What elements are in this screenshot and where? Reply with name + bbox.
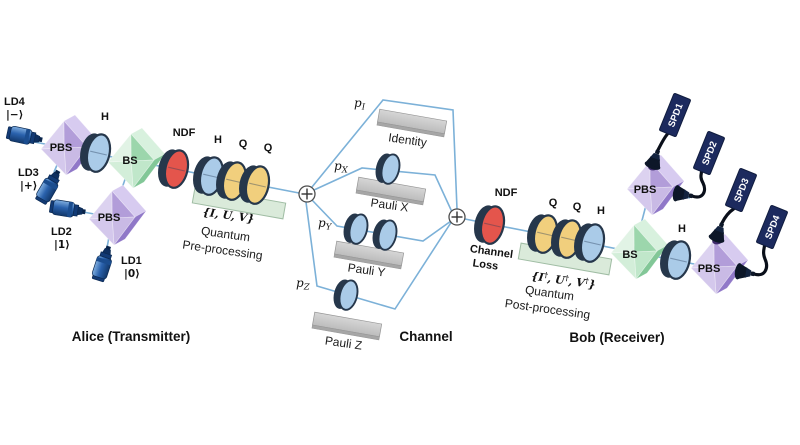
spd4-detector: SPD4: [755, 204, 789, 250]
channel-title: Channel: [399, 329, 452, 344]
prob-identity: pI: [354, 96, 366, 113]
pauli-y-gate-label: Pauli Y: [347, 260, 386, 279]
bob-title: Bob (Receiver): [569, 330, 664, 345]
ld2-label: LD2: [51, 226, 72, 238]
ld1-label: LD1: [121, 255, 142, 267]
identity-gate-label: Identity: [387, 130, 427, 149]
pauli-y-plate-1: [339, 210, 372, 248]
alice-plate-q2-label: Q: [264, 142, 273, 154]
prob-pauli-x: pX: [334, 159, 349, 176]
alice-plate-q1-label: Q: [239, 138, 248, 150]
pauli-y-plate-2: [368, 216, 401, 254]
bob-bs-label: BS: [622, 249, 637, 261]
alice-labels: LD4 |−⟩ LD3 |+⟩ LD2 |1⟩ LD1 |0⟩ PBS PBS …: [4, 96, 273, 344]
spd4-coupler: [733, 262, 757, 283]
spd2-cable: [690, 170, 707, 199]
bob-plate-h-label: H: [597, 205, 605, 217]
ld4-label: LD4: [4, 96, 26, 108]
bob-ndf-disc: [469, 201, 509, 248]
bob-hwp-label: H: [678, 223, 686, 235]
alice-bs-label: BS: [122, 155, 137, 167]
ld1-laser: [90, 243, 117, 283]
bob-loss-line2: Loss: [472, 257, 499, 272]
bob-ndf-label: NDF: [495, 187, 518, 199]
bob-bs-cube: [610, 218, 669, 280]
bob-plate-q2-label: Q: [573, 201, 582, 213]
alice-ndf-label: NDF: [173, 127, 196, 139]
prob-pauli-z: pZ: [296, 276, 311, 293]
ld4-state: |−⟩: [6, 109, 23, 121]
alice-process-line1: Quantum: [200, 224, 251, 245]
channel-path-identity: [311, 99, 458, 210]
channel-input-node: [298, 185, 316, 203]
spd2-detector: SPD2: [692, 130, 726, 176]
bob-process-line2: Post-processing: [504, 296, 591, 322]
prob-pauli-y: pY: [318, 216, 333, 233]
spd2-coupler: [671, 184, 695, 205]
alice-title: Alice (Transmitter): [72, 329, 191, 344]
alice-plate-h-label: H: [214, 134, 222, 146]
pauli-z-plate: [329, 276, 362, 314]
alice-pbs-top-label: PBS: [50, 142, 73, 154]
pauli-x-gate-label: Pauli X: [370, 195, 410, 214]
ld2-laser: [48, 198, 87, 220]
alice-hwp-label: H: [101, 111, 109, 123]
ld3-state: |+⟩: [20, 180, 37, 192]
ld1-state: |0⟩: [124, 268, 140, 280]
channel-output-node: [448, 208, 466, 226]
channel-labels: pI pX pY pZ Identity Pauli X Pauli Y Pau…: [296, 96, 453, 353]
ld3-label: LD3: [18, 167, 39, 179]
bob-ops-label: {I†, U†, V†}: [531, 269, 597, 292]
spd4-cable: [752, 244, 769, 277]
ld4-laser: [5, 124, 44, 148]
spd1-cable: [656, 132, 670, 152]
spd1-detector: SPD1: [658, 92, 692, 138]
bob-plate-q1-label: Q: [549, 197, 558, 209]
bob-pbs-top-label: PBS: [634, 184, 657, 196]
spd3-cable: [720, 207, 736, 225]
bob-pbs-bottom-label: PBS: [698, 263, 721, 275]
bob-loss-line1: Channel: [469, 243, 514, 261]
alice-process-line2: Pre-processing: [182, 237, 264, 262]
pauli-z-gate-label: Pauli Z: [324, 334, 363, 353]
bob-process-line1: Quantum: [524, 283, 575, 304]
spd3-detector: SPD3: [724, 167, 758, 213]
alice-pbs-bottom-label: PBS: [98, 212, 121, 224]
ld2-state: |1⟩: [54, 239, 70, 251]
